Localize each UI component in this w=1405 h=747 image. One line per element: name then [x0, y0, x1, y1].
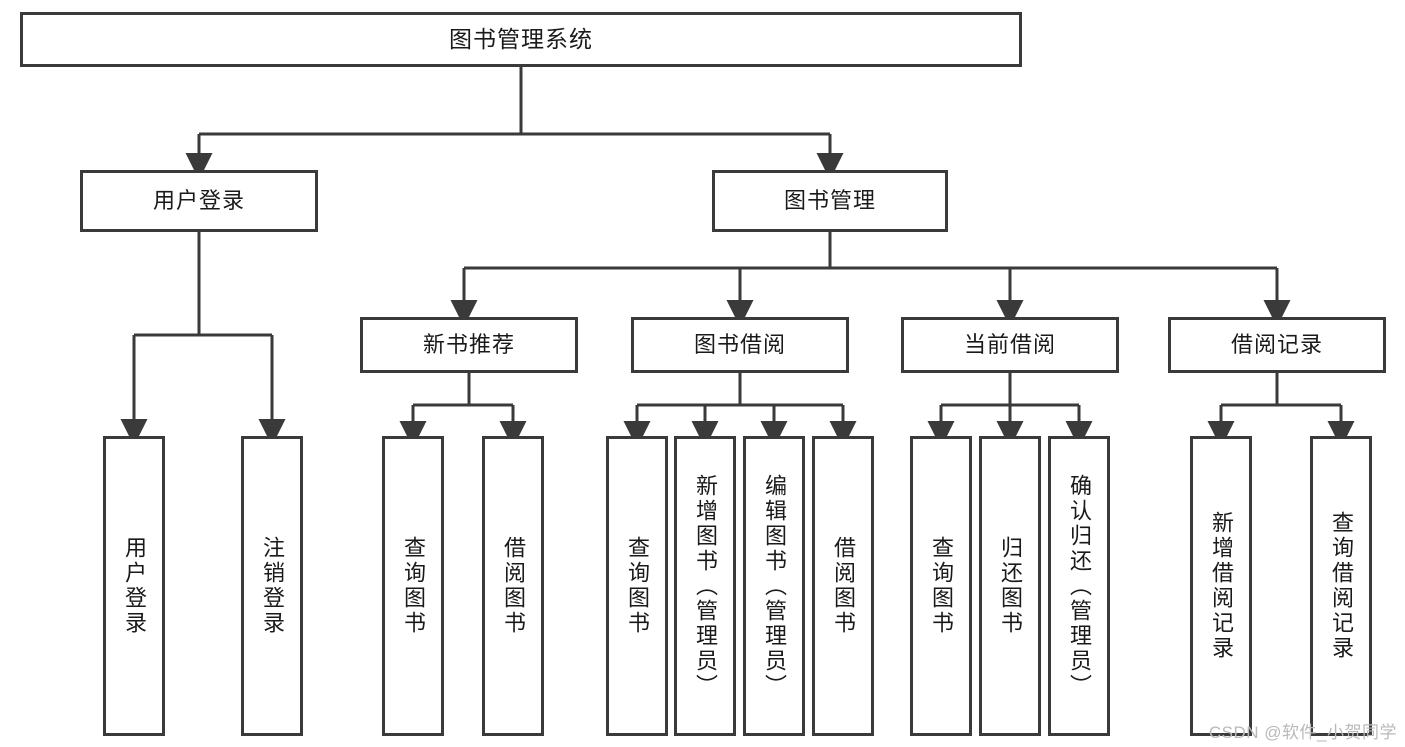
- node-label: 新书推荐: [422, 332, 515, 358]
- leaf-confirm-return-admin[interactable]: 确认归还（管理员）: [1048, 436, 1110, 736]
- leaf-query-borrow-record[interactable]: 查询借阅记录: [1310, 436, 1372, 736]
- leaf-return-book[interactable]: 归还图书: [979, 436, 1041, 736]
- node-label: 查询图书: [625, 536, 650, 636]
- node-label: 图书管理系统: [449, 26, 593, 53]
- node-label: 借阅记录: [1230, 332, 1323, 358]
- leaf-logout-login[interactable]: 注销登录: [241, 436, 303, 736]
- node-label: 查询图书: [401, 536, 426, 636]
- node-root-book-management-system[interactable]: 图书管理系统: [20, 12, 1022, 67]
- leaf-add-borrow-record[interactable]: 新增借阅记录: [1190, 436, 1252, 736]
- leaf-borrow-book-new-recommend[interactable]: 借阅图书: [482, 436, 544, 736]
- node-label: 归还图书: [998, 536, 1023, 636]
- node-label: 编辑图书（管理员）: [762, 473, 787, 699]
- node-label: 用户登录: [152, 188, 245, 214]
- node-label: 借阅图书: [501, 536, 526, 636]
- watermark-text: CSDN @软件_小贺同学: [1208, 723, 1397, 742]
- node-label: 新增借阅记录: [1209, 511, 1234, 661]
- node-label: 用户登录: [122, 536, 147, 636]
- leaf-query-book-borrow[interactable]: 查询图书: [606, 436, 668, 736]
- node-borrow-record[interactable]: 借阅记录: [1168, 317, 1386, 373]
- node-current-borrow[interactable]: 当前借阅: [901, 317, 1119, 373]
- node-label: 查询借阅记录: [1329, 511, 1354, 661]
- leaf-user-login[interactable]: 用户登录: [103, 436, 165, 736]
- node-label: 新增图书（管理员）: [693, 473, 718, 699]
- leaf-query-book-current[interactable]: 查询图书: [910, 436, 972, 736]
- leaf-borrow-book-borrow[interactable]: 借阅图书: [812, 436, 874, 736]
- node-label: 图书借阅: [693, 332, 786, 358]
- node-label: 注销登录: [260, 536, 285, 636]
- node-label: 当前借阅: [963, 332, 1056, 358]
- leaf-query-book-new-recommend[interactable]: 查询图书: [382, 436, 444, 736]
- node-user-login[interactable]: 用户登录: [80, 170, 318, 232]
- node-label: 图书管理: [783, 188, 876, 214]
- leaf-add-book-admin[interactable]: 新增图书（管理员）: [674, 436, 736, 736]
- node-label: 确认归还（管理员）: [1067, 473, 1092, 699]
- node-book-borrow[interactable]: 图书借阅: [631, 317, 849, 373]
- node-new-book-recommend[interactable]: 新书推荐: [360, 317, 578, 373]
- node-label: 借阅图书: [831, 536, 856, 636]
- node-book-management[interactable]: 图书管理: [712, 170, 948, 232]
- node-label: 查询图书: [929, 536, 954, 636]
- leaf-edit-book-admin[interactable]: 编辑图书（管理员）: [743, 436, 805, 736]
